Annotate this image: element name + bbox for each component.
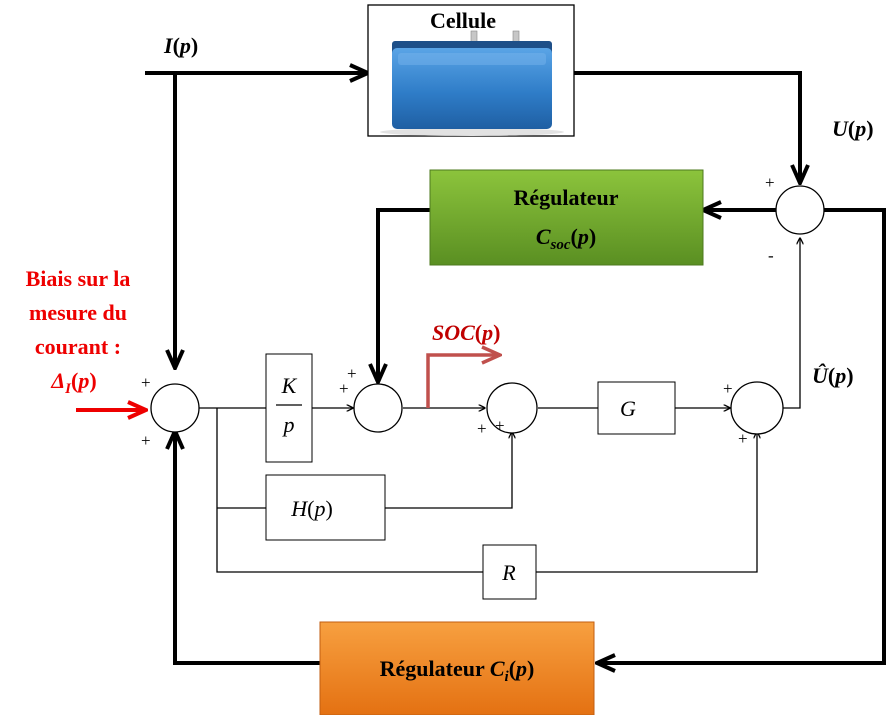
sign-minus: - <box>768 246 774 265</box>
soc-label: SOC(p) <box>432 320 500 345</box>
sign-plus: + <box>723 379 733 398</box>
h-branch-out <box>385 432 512 508</box>
sign-plus: + <box>495 416 505 435</box>
integrator-denominator: p <box>282 412 295 437</box>
current-regulator-output <box>175 431 320 663</box>
cell-output-line <box>574 73 800 183</box>
estimated-voltage-label: Û(p) <box>812 363 854 388</box>
input-summing-node <box>151 384 199 432</box>
estimate-to-comparator <box>783 238 800 408</box>
g-block <box>598 382 675 434</box>
soc-regulator-output <box>378 210 430 382</box>
bias-symbol: ΔI(p) <box>50 368 96 397</box>
sign-plus: + <box>141 431 151 450</box>
bias-label-line3: courant : <box>35 334 121 359</box>
r-label: R <box>501 560 516 585</box>
sign-plus: + <box>738 429 748 448</box>
h-label: H(p) <box>290 496 333 521</box>
sign-plus: + <box>765 173 775 192</box>
r-branch-out <box>536 432 757 572</box>
comparator-node <box>776 186 824 234</box>
g-label: G <box>620 396 636 421</box>
bias-label-line1: Biais sur la <box>26 266 131 291</box>
sign-plus: + <box>477 419 487 438</box>
input-current-label: I(p) <box>163 33 198 58</box>
sign-plus: + <box>141 373 151 392</box>
bias-label-line2: mesure du <box>29 300 127 325</box>
battery-icon <box>380 31 564 136</box>
sign-plus: + <box>339 379 349 398</box>
cell-label: Cellule <box>430 8 496 33</box>
output-summing-node <box>731 382 783 434</box>
cell-voltage-label: U(p) <box>832 116 874 141</box>
integrator-block <box>266 354 312 462</box>
soc-regulator-title: Régulateur <box>513 185 618 210</box>
integrator-numerator: K <box>281 373 298 398</box>
soc-summing-node <box>354 384 402 432</box>
current-regulator-label: Régulateur Ci(p) <box>380 656 535 685</box>
